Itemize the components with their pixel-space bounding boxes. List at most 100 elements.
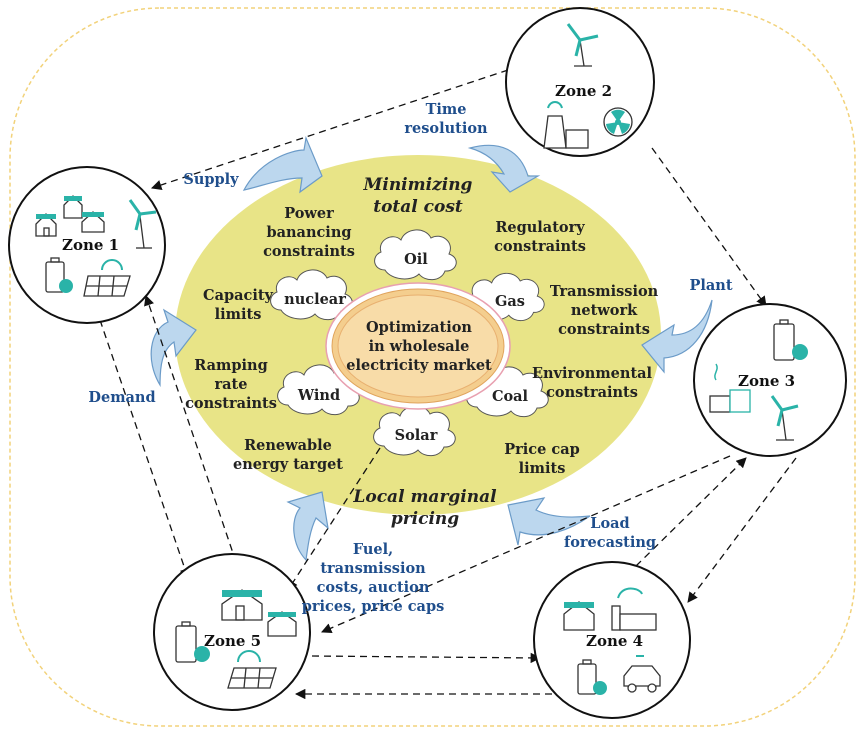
center-title: Optimization in wholesale electricity ma… <box>340 318 498 375</box>
house-icon <box>81 211 105 233</box>
wind-turbine-icon <box>128 199 157 249</box>
input-fuel-line-1: Fuel, <box>352 541 394 558</box>
input-fuel-line-3: costs, auction <box>316 579 430 596</box>
objective-minimizing-line-1: Minimizing <box>363 175 473 195</box>
constraint-price-cap-line-2: limits <box>518 460 566 477</box>
fuel-coal: Coal <box>491 388 529 405</box>
input-load-line-1: Load <box>590 515 630 532</box>
link-z3-z4 <box>687 457 797 603</box>
zone-5-label: Zone 5 <box>204 632 262 650</box>
factory-icon <box>611 587 657 631</box>
fuel-gas: Gas <box>495 293 525 310</box>
input-load-line-2: forecasting <box>563 534 657 551</box>
zone-3-circle <box>693 303 847 457</box>
power-plant-icon <box>543 101 589 149</box>
constraint-transmission: Transmission network constraints <box>542 282 666 339</box>
wind-turbine-icon <box>566 23 599 67</box>
constraint-ramping: Ramping rate constraints <box>180 356 282 413</box>
input-fuel-costs: Fuel, transmission costs, auction prices… <box>296 540 450 616</box>
constraint-power-line-3: constraints <box>263 243 355 260</box>
constraint-capacity: Capacity limits <box>196 286 280 324</box>
fuel-arrow-shape <box>286 491 329 562</box>
constraint-transmission-line-2: network <box>570 302 638 319</box>
constraint-regulatory-line-1: Regulatory <box>495 219 585 236</box>
constraint-environmental-line-2: constraints <box>546 384 638 401</box>
electric-car-icon <box>623 655 661 693</box>
objective-minimizing: Minimizing total cost <box>352 174 484 218</box>
zone-4-label: Zone 4 <box>586 632 644 650</box>
center-ring-inner <box>337 294 499 398</box>
objective-lmp-line-2: pricing <box>390 509 460 529</box>
constraint-capacity-line-1: Capacity <box>203 287 273 304</box>
center-line-1: Optimization <box>366 319 472 336</box>
constraint-renewable-line-1: Renewable <box>244 437 332 454</box>
input-time-resolution: Time resolution <box>396 100 496 138</box>
constraint-environmental-line-1: Environmental <box>531 365 653 382</box>
zone-2-label: Zone 2 <box>555 82 613 100</box>
supply-arrow-shape <box>242 135 323 194</box>
load-arrow-shape <box>507 497 591 546</box>
fuel-solar: Solar <box>394 427 438 444</box>
constraint-regulatory-line-2: constraints <box>494 238 586 255</box>
solar-panel-icon <box>83 259 131 297</box>
battery-icon <box>45 257 73 293</box>
objective-lmp: Local marginal pricing <box>340 486 510 530</box>
zone-3-label: Zone 3 <box>738 372 796 390</box>
constraint-regulatory: Regulatory constraints <box>488 218 592 256</box>
house-icon <box>267 611 297 637</box>
input-supply: Supply <box>183 171 239 188</box>
fuel-nuclear: nuclear <box>284 291 346 308</box>
constraint-power-line-1: Power <box>284 205 334 222</box>
input-demand: Demand <box>88 389 156 406</box>
constraint-price-cap: Price cap limits <box>498 440 586 478</box>
constraint-ramping-line-2: rate <box>214 376 248 393</box>
input-plant: Plant <box>689 277 733 294</box>
battery-icon <box>773 319 808 361</box>
constraint-renewable-line-2: energy target <box>232 456 344 473</box>
zone-1-label: Zone 1 <box>62 236 120 254</box>
battery-icon <box>175 621 210 663</box>
input-fuel-line-2: transmission <box>320 560 426 577</box>
link-z1-z5 <box>99 319 190 579</box>
wind-turbine-icon <box>770 395 799 441</box>
center-line-2: in wholesale <box>368 338 470 355</box>
link-z2-z1 <box>151 69 509 190</box>
house-icon <box>35 213 57 237</box>
constraint-transmission-line-1: Transmission <box>549 283 659 300</box>
fuel-oil: Oil <box>404 251 428 268</box>
input-time-line-1: Time <box>425 101 467 118</box>
battery-icon <box>577 659 607 695</box>
constraint-ramping-line-3: constraints <box>185 395 277 412</box>
link-z4-z3 <box>635 457 747 567</box>
link-z2-z3 <box>651 147 767 307</box>
link-z3-z5 <box>321 455 731 634</box>
time-arrow-shape <box>467 144 541 193</box>
house-icon <box>63 195 83 219</box>
input-fuel-line-4: prices, price caps <box>301 598 445 615</box>
factory-icon <box>709 363 751 413</box>
constraint-environmental: Environmental constraints <box>524 364 660 402</box>
fuel-wind: Wind <box>297 387 341 404</box>
link-solar-z5 <box>287 447 381 591</box>
input-load-forecasting: Load forecasting <box>558 514 662 552</box>
constraint-power-line-2: banancing <box>266 224 352 241</box>
demand-arrow-shape <box>150 308 197 388</box>
solar-panel-icon <box>227 650 277 689</box>
constraint-power-balancing: Power banancing constraints <box>256 204 362 261</box>
constraint-renewable: Renewable energy target <box>228 436 348 474</box>
constraint-capacity-line-2: limits <box>214 306 262 323</box>
radiation-icon <box>603 107 633 137</box>
house-icon <box>221 589 263 621</box>
objective-minimizing-line-2: total cost <box>373 197 463 217</box>
link-z5-z1 <box>144 295 237 563</box>
objective-lmp-line-1: Local marginal <box>353 487 497 507</box>
plant-arrow-shape <box>641 299 713 374</box>
constraint-transmission-line-3: constraints <box>558 321 650 338</box>
constraint-price-cap-line-1: Price cap <box>504 441 580 458</box>
constraint-ramping-line-1: Ramping <box>194 357 268 374</box>
outer-border <box>9 7 856 727</box>
house-icon <box>563 601 595 631</box>
input-time-line-2: resolution <box>404 120 488 137</box>
center-line-3: electricity market <box>346 357 492 374</box>
